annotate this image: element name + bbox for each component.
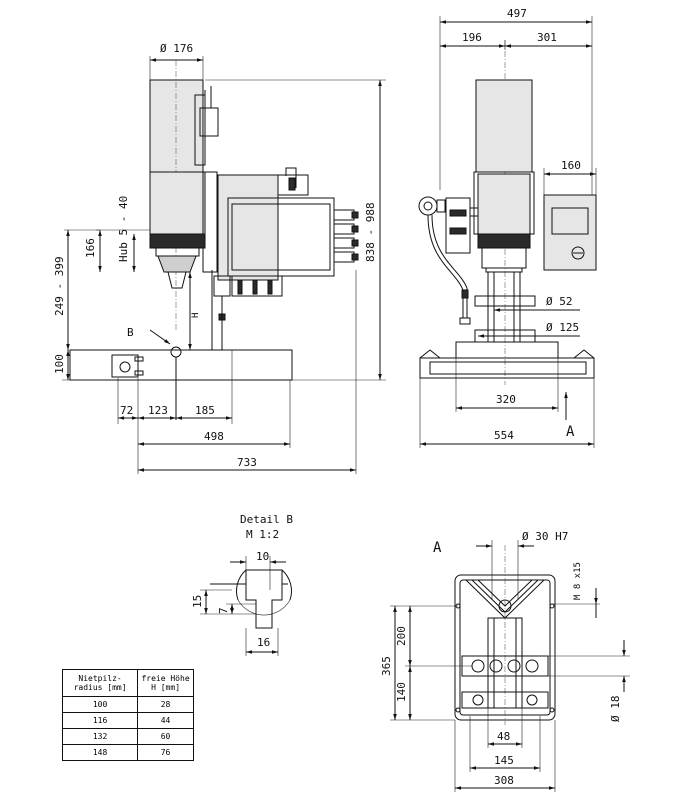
dim-48: 48: [497, 730, 510, 743]
dim-d18: Ø 18: [609, 696, 622, 723]
dim-10: 10: [256, 550, 269, 563]
dim-145: 145: [494, 754, 514, 767]
front-motor: [475, 79, 533, 173]
table-cell: 132: [61, 728, 139, 745]
label-B: B: [127, 326, 134, 339]
table-cell: 60: [137, 728, 194, 745]
table-cell: 76: [137, 744, 194, 761]
press-head: [149, 171, 206, 235]
dim-498: 498: [204, 430, 224, 443]
dim-72: 72: [120, 404, 133, 417]
side-base-plate: [69, 349, 293, 381]
dim-365: 365: [380, 656, 393, 676]
table-cell: 44: [137, 712, 194, 729]
rivet-height-table: Nietpilz- radius [mm] freie Höhe H [mm] …: [61, 669, 194, 761]
dim-123: 123: [148, 404, 168, 417]
dim-16: 16: [257, 636, 270, 649]
table-header-radius: Nietpilz- radius [mm]: [61, 669, 139, 697]
dim-733: 733: [237, 456, 257, 469]
dim-249-399: 249 - 399: [53, 256, 66, 316]
dim-196: 196: [462, 31, 482, 44]
view-a-label: A: [433, 540, 442, 556]
dim-554: 554: [494, 429, 514, 442]
dim-320: 320: [496, 393, 516, 406]
dim-166: 166: [84, 238, 97, 258]
dim-497: 497: [507, 7, 527, 20]
view-label-A: A: [566, 424, 575, 440]
dim-m8: M 8 x15: [573, 562, 583, 600]
table-cell: 116: [61, 712, 139, 729]
dim-d176: Ø 176: [160, 42, 193, 55]
table-header-height: freie Höhe H [mm]: [137, 669, 194, 697]
dim-100: 100: [53, 354, 66, 374]
dim-308: 308: [494, 774, 514, 787]
dim-140: 140: [395, 682, 408, 702]
dim-301: 301: [537, 31, 557, 44]
table-cell: 28: [137, 696, 194, 713]
detail-b-drawing: [200, 556, 292, 656]
dim-160: 160: [561, 159, 581, 172]
table-cell: 148: [61, 744, 139, 761]
detail-b-scale: M 1:2: [246, 528, 279, 541]
dim-200: 200: [395, 626, 408, 646]
detail-b-title: Detail B: [240, 513, 293, 526]
dim-15: 15: [191, 595, 204, 608]
dim-H: H: [191, 313, 201, 318]
table-cell: 100: [61, 696, 139, 713]
view-a-drawing: [390, 540, 630, 792]
dim-838-988: 838 - 988: [364, 202, 377, 262]
dim-d125: Ø 125: [546, 321, 579, 334]
gear-housing: [217, 174, 279, 281]
dim-hub: Hub 5 - 40: [117, 196, 130, 262]
dim-185: 185: [195, 404, 215, 417]
dim-7: 7: [217, 607, 230, 614]
front-base: [419, 357, 595, 379]
motor-housing: [149, 79, 204, 173]
front-view: [418, 16, 597, 448]
dim-d30h7: Ø 30 H7: [522, 530, 568, 543]
side-view: [62, 56, 386, 474]
dim-d52: Ø 52: [546, 295, 573, 308]
